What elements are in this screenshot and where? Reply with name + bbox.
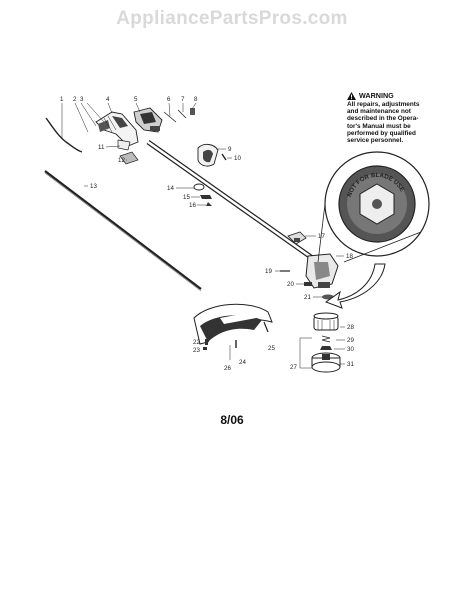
callout-29: 29 (347, 337, 354, 344)
warning-line: tor's Manual must be (347, 122, 411, 130)
washer-30 (320, 346, 332, 350)
callout-1: 1 (60, 96, 64, 103)
warning-box: WARNING All repairs, adjustments and mai… (347, 92, 457, 144)
warning-triangle-icon (347, 92, 356, 100)
callout-20: 20 (287, 281, 294, 288)
callout-16: 16 (189, 202, 196, 209)
throttle-cable (45, 117, 83, 153)
callout-7: 7 (181, 96, 185, 103)
callout-5: 5 (134, 96, 138, 103)
warning-line: and maintenance not (347, 108, 411, 116)
gearbox-clamp (287, 231, 307, 245)
zoom-leader-left (317, 203, 326, 263)
callout-14: 14 (167, 185, 174, 192)
warning-title: WARNING (359, 91, 394, 101)
nut-16 (206, 202, 212, 206)
callout-2: 2 (73, 96, 77, 103)
watermark: AppliancePartsPros.com (116, 8, 348, 29)
callout-21: 21 (304, 294, 311, 301)
warning-line: described in the Opera- (347, 115, 419, 123)
clip-15 (200, 195, 212, 199)
callout-28: 28 (347, 324, 354, 331)
screw-10 (221, 153, 227, 161)
spool-cover (313, 312, 339, 331)
callout-18: 18 (346, 253, 353, 260)
callout-31: 31 (347, 361, 354, 368)
drive-shaft (44, 170, 202, 292)
clamp-14 (193, 183, 205, 191)
warning-line: All repairs, adjustments (347, 101, 420, 108)
nut-23 (203, 347, 207, 350)
gear-head (305, 253, 339, 289)
screw-22 (205, 339, 208, 345)
warning-line: service personnel. (347, 137, 404, 145)
main-tube (146, 139, 320, 265)
date-code: 8/06 (220, 413, 244, 427)
part-11 (117, 139, 131, 151)
callout-6: 6 (167, 96, 171, 103)
callout-24: 24 (239, 359, 246, 366)
handle-housing (95, 111, 139, 147)
spring-29 (321, 335, 331, 343)
callout-23: 23 (193, 347, 200, 354)
spool-housing (311, 352, 341, 373)
zoom-leader-right (343, 231, 422, 263)
warning-line: performed by qualified (347, 129, 416, 137)
callout-30: 30 (347, 346, 354, 353)
clip-8 (190, 108, 195, 115)
callout-25: 25 (268, 345, 275, 352)
callout-11: 11 (98, 144, 105, 151)
switch-assembly (133, 107, 163, 133)
callout-leaders (61, 102, 345, 369)
wire-7 (177, 109, 187, 119)
trimmer-head-detail: NOT FOR BLADE USE (324, 151, 430, 257)
callout-26: 26 (224, 365, 231, 372)
callout-9: 9 (228, 146, 232, 153)
callout-4: 4 (106, 96, 110, 103)
callout-labels: 1 2 3 4 5 6 7 8 9 10 11 12 13 14 15 16 1… (60, 96, 354, 372)
callout-19: 19 (265, 268, 272, 275)
callout-12: 12 (118, 157, 125, 164)
callout-15: 15 (183, 194, 190, 201)
washer-20 (304, 282, 312, 286)
wire-6 (163, 111, 177, 123)
part-12 (119, 151, 139, 165)
guard (193, 303, 273, 345)
callout-17: 17 (318, 233, 325, 240)
assist-handle-grip (203, 149, 213, 163)
callout-8: 8 (194, 96, 198, 103)
callout-13: 13 (90, 183, 97, 190)
callout-22: 22 (193, 339, 200, 346)
warning-header: WARNING (347, 92, 457, 100)
callout-3: 3 (80, 96, 84, 103)
callout-10: 10 (234, 155, 241, 162)
screw-25 (263, 321, 269, 333)
callout-27: 27 (290, 364, 297, 371)
curved-arrow (324, 263, 386, 309)
